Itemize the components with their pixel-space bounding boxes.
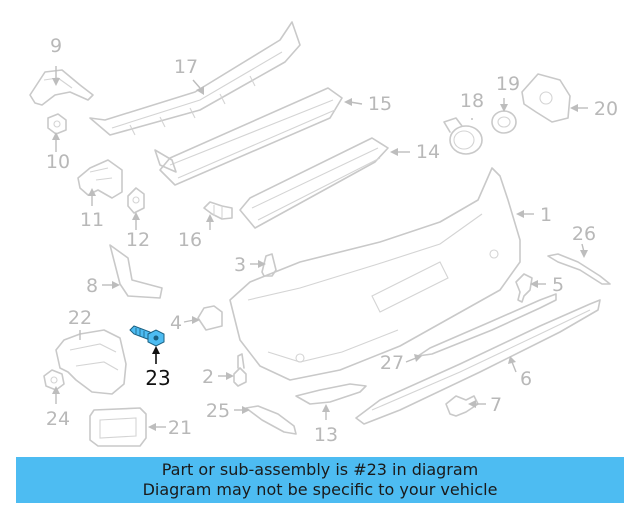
label-19: 19	[496, 73, 520, 95]
label-12: 12	[126, 229, 150, 251]
label-8: 8	[86, 275, 98, 297]
label-6: 6	[520, 368, 532, 390]
label-21: 21	[168, 417, 192, 439]
label-10: 10	[46, 151, 70, 173]
part-17-impact-bar	[89, 21, 301, 136]
label-22: 22	[68, 307, 92, 329]
label-20: 20	[594, 98, 618, 120]
part-19-sensor-ring	[491, 110, 517, 134]
banner-line-2: Diagram may not be specific to your vehi…	[142, 480, 498, 499]
part-13-reflector	[295, 383, 367, 405]
part-14-lower-absorber	[239, 137, 389, 229]
part-11-bracket	[77, 159, 123, 199]
label-2: 2	[202, 366, 214, 388]
part-26-trim-strip	[547, 253, 611, 285]
label-27: 27	[380, 352, 404, 374]
part-12-clip	[127, 187, 145, 214]
label-24: 24	[46, 408, 70, 430]
label-13: 13	[314, 424, 338, 446]
part-10-nut	[47, 113, 67, 135]
part-4-retainer	[197, 305, 223, 331]
part-25-reflector	[245, 405, 297, 435]
label-4: 4	[170, 312, 182, 334]
label-25: 25	[206, 400, 230, 422]
label-26: 26	[572, 223, 596, 245]
label-3: 3	[234, 254, 246, 276]
part-2-bolt	[233, 353, 247, 387]
part-16-bolt	[203, 201, 233, 220]
part-5-sensor	[515, 273, 533, 303]
part-22-bracket	[55, 329, 127, 395]
part-number-labels: 9 10 11 12 16 17 15 14 1 3 8 4 2 5 18 19…	[46, 35, 618, 446]
label-11: 11	[80, 209, 104, 231]
label-18: 18	[460, 90, 484, 112]
label-9: 9	[50, 35, 62, 57]
part-15-energy-absorber	[154, 87, 343, 186]
label-16: 16	[178, 229, 202, 251]
banner-line-1: Part or sub-assembly is #23 in diagram	[161, 460, 479, 479]
label-23-highlighted: 23	[145, 366, 170, 390]
part-27-trim-strip	[417, 293, 557, 357]
label-15: 15	[368, 93, 392, 115]
label-17: 17	[174, 56, 198, 78]
part-24-grommet	[43, 369, 65, 391]
info-banner: Part or sub-assembly is #23 in diagram D…	[16, 457, 624, 503]
part-8-bracket	[109, 244, 163, 299]
part-20-bracket	[521, 73, 571, 123]
leader-lines	[52, 66, 588, 431]
part-18-sensor-housing	[443, 117, 483, 155]
label-7: 7	[490, 394, 502, 416]
part-6-lower-valance	[355, 299, 601, 425]
label-5: 5	[552, 274, 564, 296]
part-9-bracket	[29, 69, 94, 106]
part-23-bolt-highlighted	[129, 325, 165, 347]
part-1-bumper-cover	[229, 167, 521, 381]
rear-bumper-parts-diagram: 9 10 11 12 16 17 15 14 1 3 8 4 2 5 18 19…	[29, 21, 618, 447]
part-21-bracket	[89, 407, 147, 447]
label-14: 14	[416, 141, 440, 163]
label-1: 1	[540, 204, 552, 226]
